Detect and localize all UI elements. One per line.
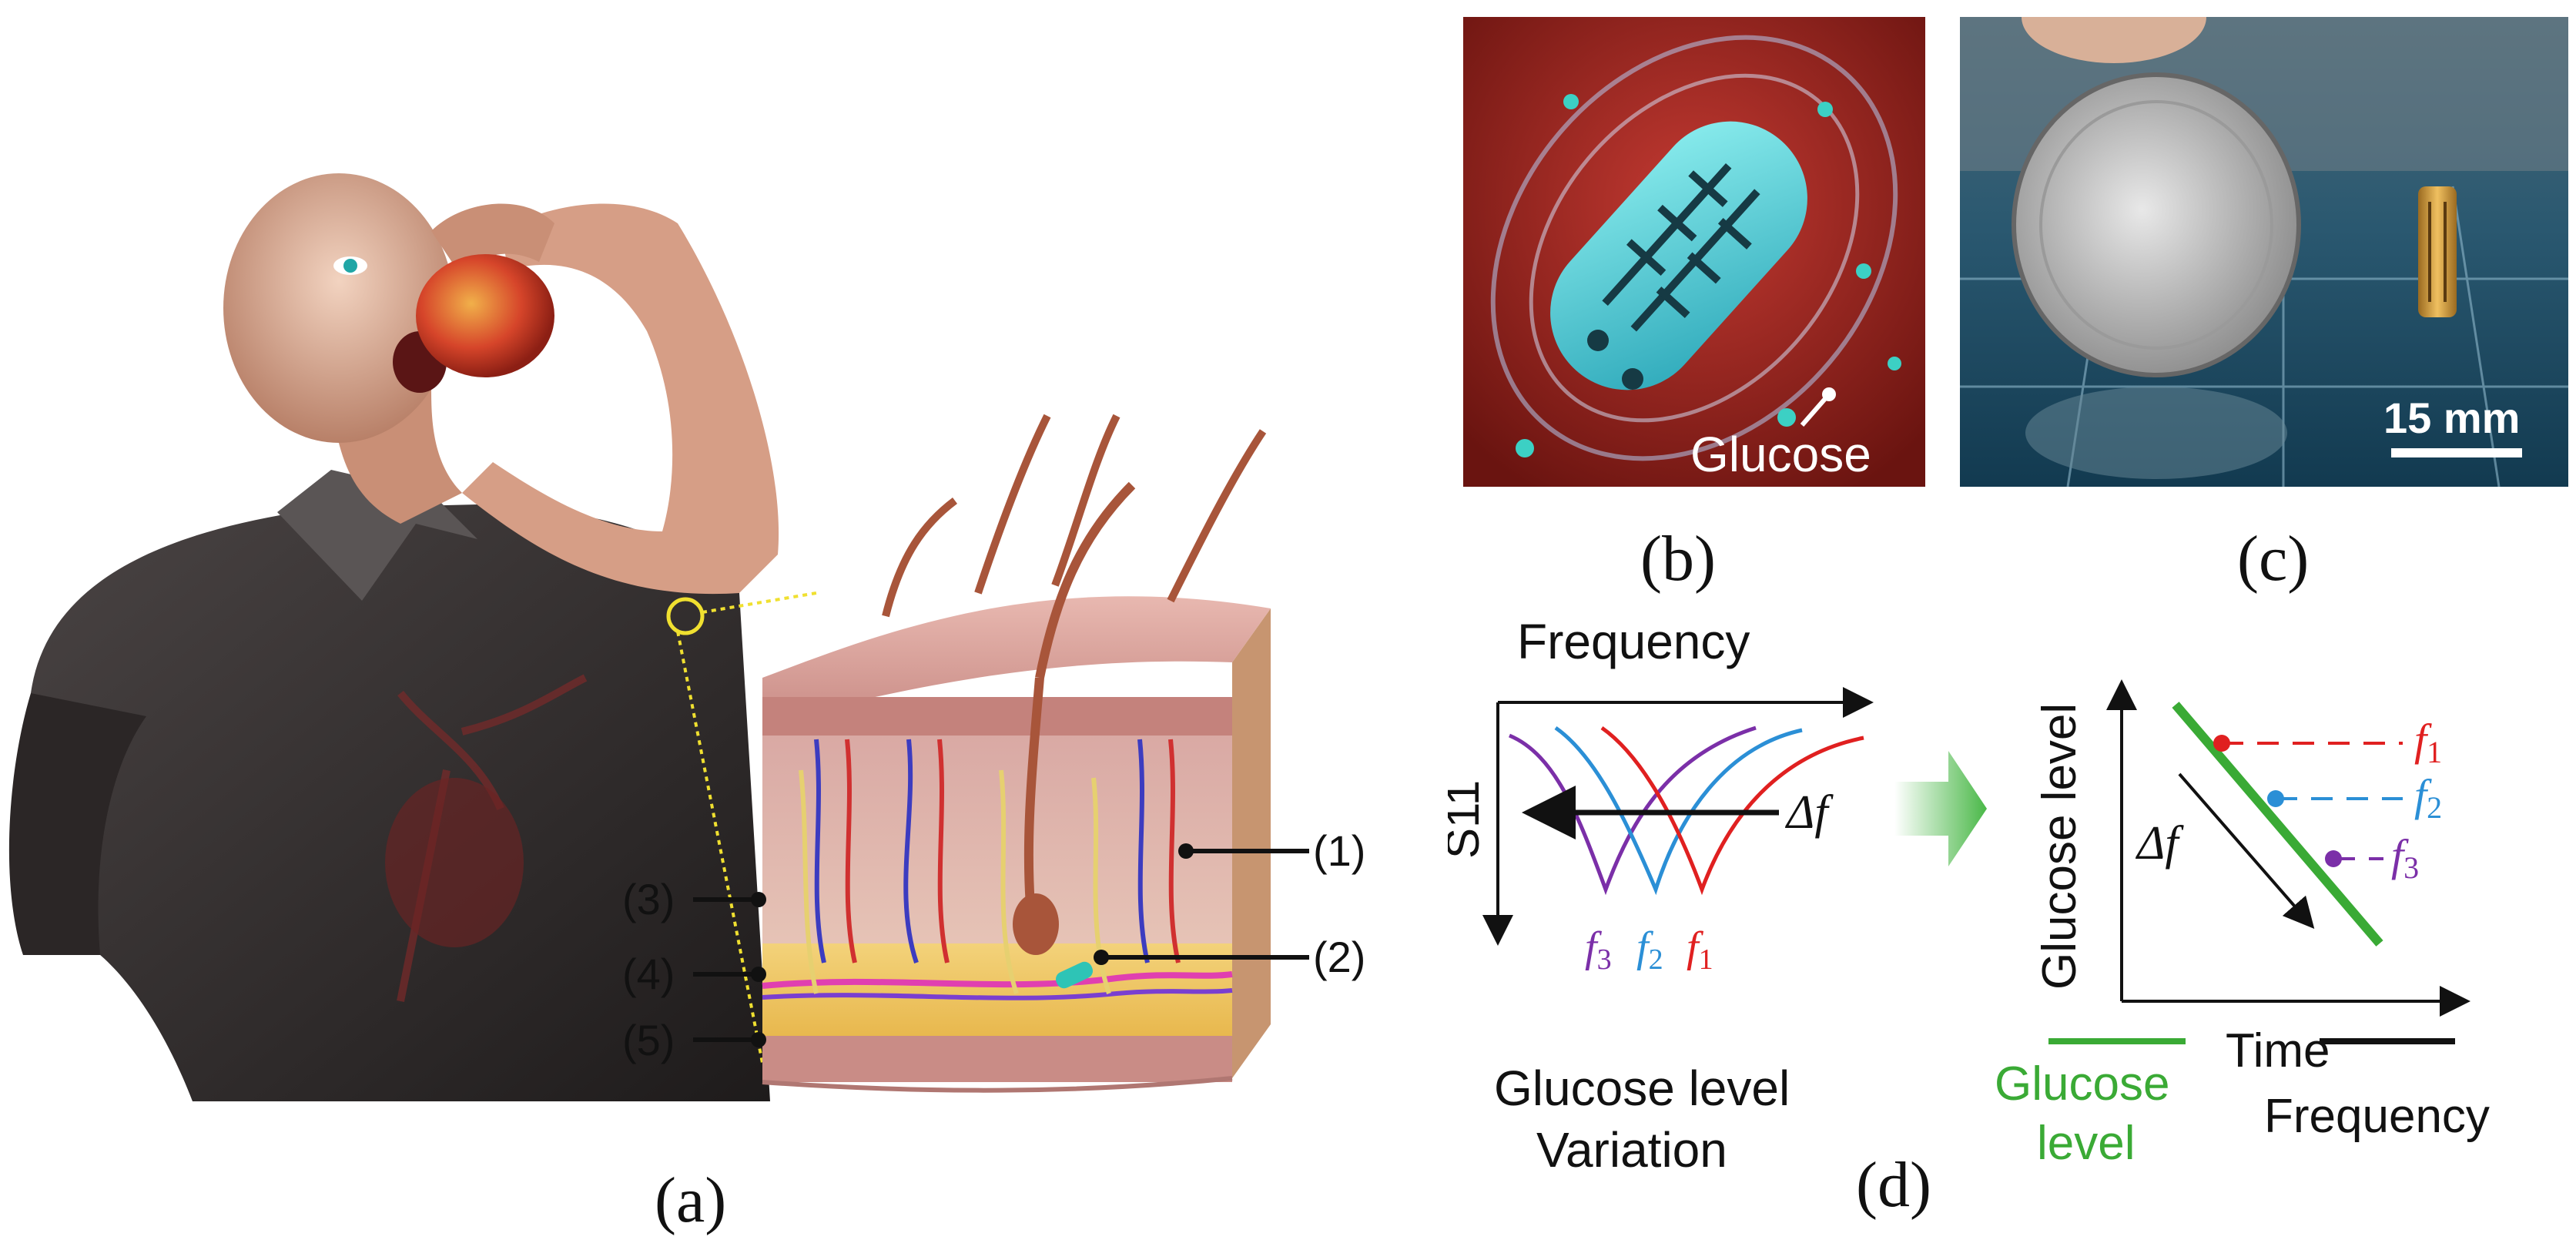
- panel-b: Glucose (b): [1463, 17, 1925, 595]
- callout-3: (3): [622, 875, 675, 923]
- callout-5: (5): [622, 1016, 675, 1064]
- legend: Glucose level Frequency: [1995, 1038, 2490, 1170]
- callout-4: (4): [622, 950, 675, 998]
- panel-d-label: (d): [1856, 1149, 1931, 1221]
- right-freq-label-f3: f3: [2391, 830, 2419, 885]
- left-x-axis-label: Frequency: [1517, 614, 1750, 669]
- left-freq-label-f1: f1: [1687, 923, 1713, 976]
- glucose-trend-line: [2172, 702, 2383, 947]
- capsule-shape: [1550, 121, 1807, 390]
- right-freq-label-f2: f2: [2414, 770, 2442, 825]
- panel-a-label: (a): [655, 1164, 727, 1236]
- left-freq-label-f3: f3: [1585, 923, 1612, 976]
- panel-b-label: (b): [1640, 523, 1716, 595]
- shirt-shape: [31, 504, 770, 1101]
- callout-1: (1): [1313, 826, 1366, 875]
- coin-shape: [2012, 72, 2301, 377]
- transition-arrow: [1894, 751, 1987, 866]
- scale-label: 15 mm: [2383, 394, 2520, 442]
- glucose-label: Glucose: [1690, 427, 1871, 482]
- legend-glucose-line2: level: [2037, 1117, 2136, 1170]
- right-x-axis-label: Time: [2226, 1024, 2330, 1077]
- left-arm-shape: [8, 693, 146, 955]
- gold-sensor-shape: [2418, 186, 2457, 317]
- left-plot: Frequency S11 Δf f3 f2 f1 Glucose level …: [1437, 614, 1874, 1178]
- skin-block: [762, 414, 1271, 1093]
- right-y-axis-label: Glucose level: [2033, 703, 2086, 990]
- left-freq-label-f2: f2: [1636, 923, 1663, 976]
- left-freq-labels: f3 f2 f1: [1585, 923, 1713, 976]
- callout-2: (2): [1313, 933, 1366, 981]
- right-plot: Glucose level Time Δf f1 f2 f3: [2033, 679, 2470, 1077]
- panel-c-label: (c): [2237, 523, 2310, 595]
- right-shift-arrow: [2178, 772, 2315, 930]
- legend-frequency-label: Frequency: [2264, 1090, 2490, 1143]
- scale-bar: [2391, 448, 2522, 457]
- panel-c-illustration: 15 mm: [1960, 0, 2568, 488]
- legend-glucose-line1: Glucose: [1995, 1057, 2169, 1111]
- curve-f1: [1600, 726, 1864, 896]
- left-caption-line2: Variation: [1536, 1122, 1727, 1178]
- panel-d-diagram: Frequency S11 Δf f3 f2 f1 Glucose level …: [1437, 614, 2490, 1178]
- implant-sensor-shape: [1055, 961, 1094, 989]
- right-shift-label: Δf: [2135, 817, 2184, 870]
- panel-a: (1) (2) (3) (4) (5) (a): [8, 173, 1366, 1236]
- panel-a-illustration: [8, 173, 1309, 1101]
- heart-shape: [385, 778, 524, 947]
- right-freq-label-f1: f1: [2414, 715, 2442, 769]
- panel-d: Frequency S11 Δf f3 f2 f1 Glucose level …: [1437, 601, 2576, 1256]
- left-caption-line1: Glucose level: [1494, 1061, 1790, 1116]
- curve-f3: [1509, 726, 1757, 896]
- curve-f2: [1554, 726, 1803, 896]
- panel-b-illustration: Glucose: [1463, 17, 1925, 487]
- raised-arm-shape: [462, 203, 779, 595]
- apple-shape: [416, 254, 554, 377]
- arm-marker-circle: [666, 597, 705, 635]
- panel-c: 15 mm (c): [1960, 0, 2568, 595]
- left-shift-label: Δf: [1784, 786, 1834, 839]
- left-y-axis-label: S11: [1448, 780, 1489, 859]
